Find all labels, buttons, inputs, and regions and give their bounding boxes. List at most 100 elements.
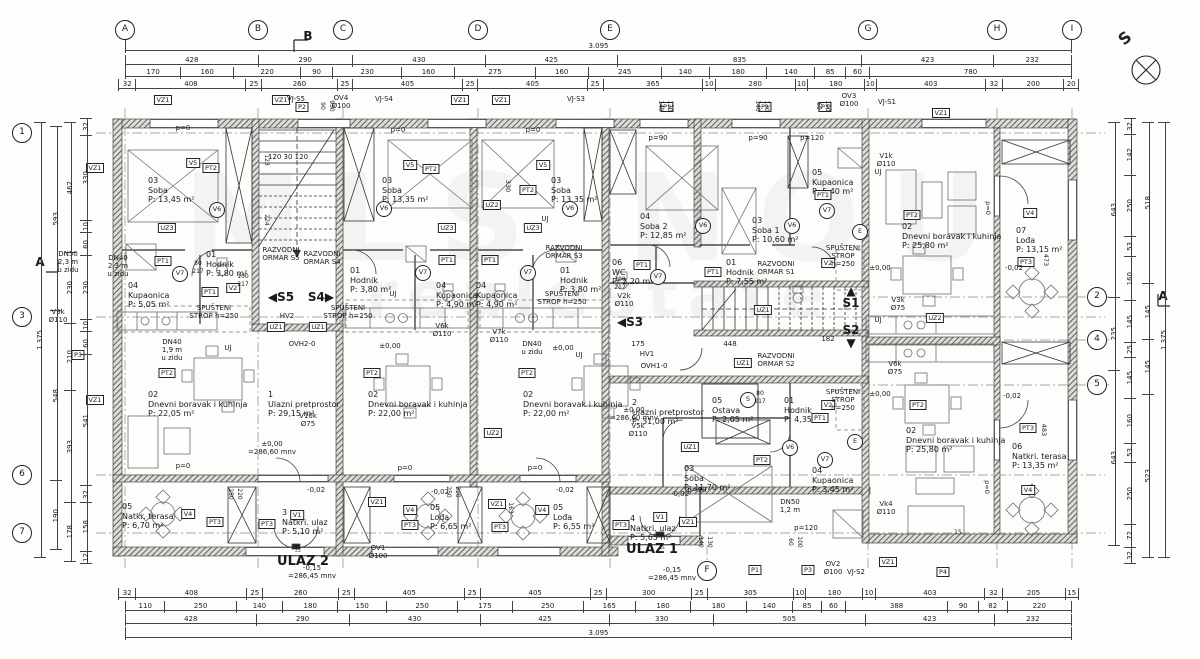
dim-value: 140 [745,601,792,613]
dim-row-bottom-overall: 3.095 [125,627,1072,640]
dim-value: 25 [463,588,480,600]
dim-value: 1.375 [34,122,46,558]
dim-value: 643 [1108,370,1120,546]
dim-value: 90 [947,601,977,613]
dim-value: 150 [337,601,386,613]
shaft-boxes [225,127,1071,544]
dim-value: 423 [864,614,994,626]
dim-value: 260 [262,588,338,600]
dim-value: 25 [336,79,353,91]
dim-value: 220 [1006,601,1072,613]
dim-value: 388 [844,601,948,613]
dim-value: 230 [80,255,92,319]
dim-value: 180 [634,601,690,613]
dim-value: 25 [589,588,606,600]
dim-value: 505 [713,614,864,626]
dim-value: 20 [1063,79,1079,91]
dim-value: 430 [351,55,485,67]
dim-value: 405 [352,79,461,91]
dim-value: 25 [461,79,478,91]
dim-value: 405 [477,79,586,91]
dim-value: 160 [534,67,588,79]
dim-value: 200 [1002,79,1063,91]
compass-icon [1131,55,1161,85]
dim-value: 220 [233,67,300,79]
dim-value: 90 [300,67,332,79]
dim-value: 32 [118,79,135,91]
dim-value: 430 [348,614,480,626]
dim-value: 25 [690,588,707,600]
dim-value: 15 [1064,588,1079,600]
dim-value: 145 [1124,300,1136,342]
dim-value: 250 [1124,174,1136,236]
dim-value: 32 [1124,118,1136,134]
dim-value: 290 [257,55,352,67]
dim-value: 250 [511,601,583,613]
windows [149,119,1077,556]
dim-value: 428 [125,614,256,626]
dim-value: 32 [118,588,135,600]
dim-value: 10 [863,79,876,91]
dim-value: 160 [180,67,233,79]
dim-value: 53 [1124,442,1136,463]
dim-value: 523 [1142,394,1154,558]
dim-value: 330 [80,134,92,221]
dim-value: 145 [1124,356,1136,399]
compass: S [1110,28,1180,98]
dim-value: 780 [869,67,1072,79]
dim-value: 142 [1124,133,1136,175]
stair-1 [258,128,336,258]
dim-value: 10 [80,319,92,331]
dim-value: 12 [80,550,92,565]
dim-value: 3.095 [125,40,1072,53]
dim-value: 60 [844,67,869,79]
dim-value: 140 [660,67,709,79]
dim-value: 210 [64,323,76,390]
dim-value: 180 [807,79,864,91]
dim-value: 541 [80,354,92,485]
dim-value: 32 [984,588,1001,600]
dim-chain-right-overall: 1.375 [1158,122,1170,558]
dim-value: 25 [337,588,354,600]
dim-value: 145 [1142,283,1154,339]
dim-value: 160 [401,67,454,79]
dim-value: 405 [479,588,590,600]
dim-value: 275 [454,67,534,79]
dim-value: 250 [385,601,457,613]
dim-value: 140 [235,601,282,613]
dim-value: 85 [814,67,844,79]
dim-value: 180 [708,67,767,79]
dim-value: 180 [805,588,862,600]
dim-value: 178 [64,502,76,562]
dim-value: 403 [874,588,985,600]
compass-label: S [1114,28,1135,49]
dim-value: 140 [766,67,814,79]
dim-value: 190 [50,480,62,551]
dim-value: 365 [602,79,703,91]
dim-value: 408 [135,588,246,600]
dim-value: 145 [1142,338,1154,395]
dim-value: 25 [245,79,261,91]
dim-value: 10 [702,79,714,91]
dim-value: 25 [586,79,603,91]
dim-value: 232 [993,614,1072,626]
dim-value: 548 [50,309,62,481]
dim-value: 60 [80,331,92,354]
dim-value: 60 [821,601,845,613]
dim-value: 165 [582,601,635,613]
dim-value: 235 [1108,296,1120,370]
dim-value: 160 [1124,256,1136,300]
dim-value: 305 [706,588,793,600]
dim-value: 1.375 [1158,122,1170,558]
dim-value: 232 [992,55,1072,67]
dim-value: 3.095 [125,627,1072,640]
stair-2 [701,287,857,331]
